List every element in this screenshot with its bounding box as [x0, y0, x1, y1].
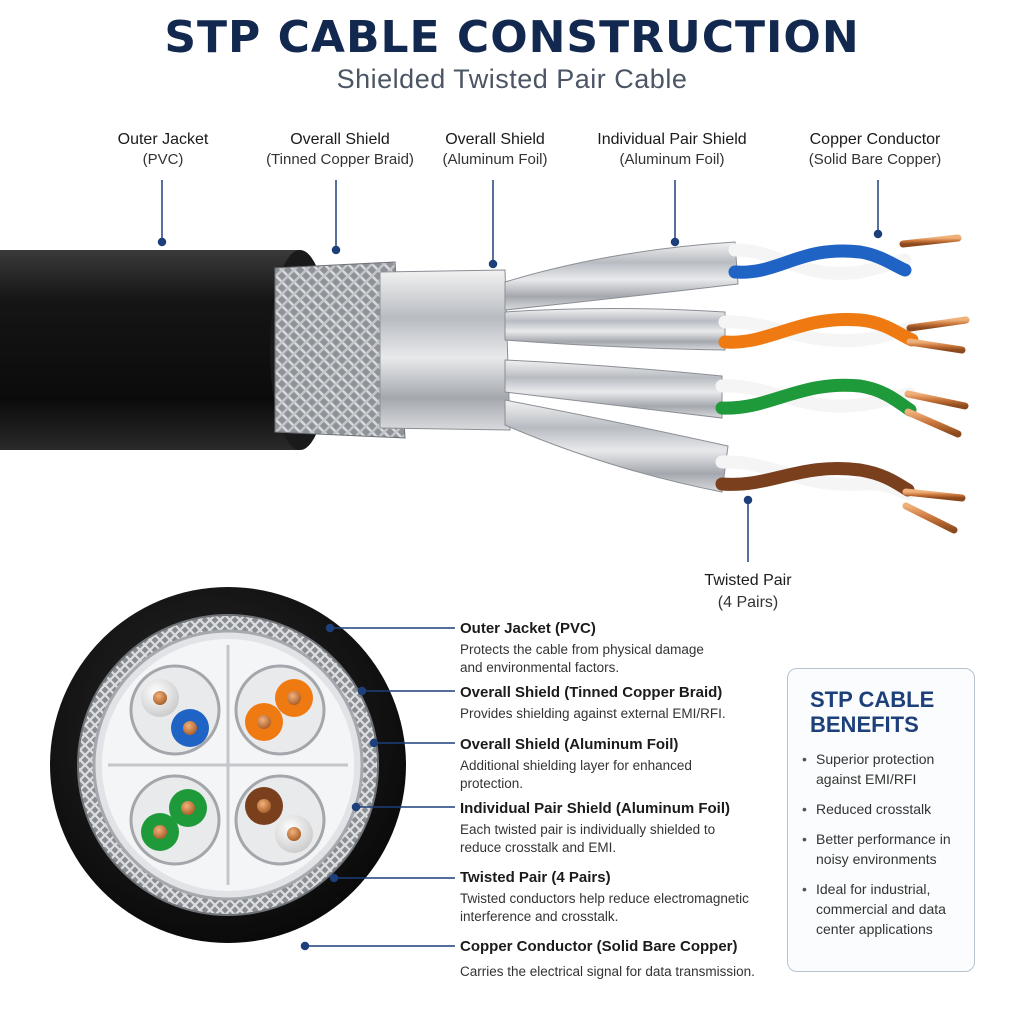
section-pair-orange: [234, 664, 326, 756]
copper-conductor: [899, 234, 962, 248]
jacket-body: [0, 250, 300, 450]
benefits-title: STP CABLE BENEFITS: [810, 687, 935, 737]
legend-heading: Individual Pair Shield (Aluminum Foil): [460, 800, 731, 817]
leader-dot: [331, 245, 341, 255]
legend-heading: Twisted Pair (4 Pairs): [460, 869, 611, 886]
legend-text: Provides shielding against external EMI/…: [460, 706, 726, 721]
wire-color: [728, 244, 912, 279]
legend-text: Additional shielding layer for enhanced …: [460, 758, 692, 791]
benefits-panel: STP CABLE BENEFITS Superior protection a…: [787, 668, 975, 972]
legend-text: Each twisted pair is individually shield…: [460, 822, 716, 855]
pair-shield: [504, 308, 726, 351]
label-detail: (4 Pairs): [717, 594, 779, 611]
label-name: Twisted Pair: [704, 572, 792, 589]
benefit-item: Superior protection against EMI/RFI: [800, 749, 970, 789]
page-subtitle: Shielded Twisted Pair Cable: [336, 64, 688, 94]
label-detail: (PVC): [142, 151, 184, 168]
pair-green: [504, 359, 969, 438]
legend-copper: Copper Conductor (Solid Bare Copper) Car…: [460, 937, 780, 981]
section-pair-brown: [234, 774, 326, 866]
label-detail: (Solid Bare Copper): [808, 151, 942, 168]
copper-conductor: [904, 408, 962, 438]
page-title: STP CABLE CONSTRUCTION: [164, 12, 860, 63]
wire-color: [718, 312, 919, 349]
copper-conductor: [902, 502, 958, 534]
legend-heading: Outer Jacket (PVC): [460, 620, 596, 637]
pair-orange: [504, 308, 970, 354]
leader-dot: [488, 259, 498, 269]
braid-shield: [274, 261, 406, 439]
leader-dot: [873, 229, 883, 239]
label-detail: (Aluminum Foil): [442, 151, 548, 168]
copper-core: [257, 715, 271, 729]
legend-text: Carries the electrical signal for data t…: [460, 964, 755, 979]
copper-core: [183, 721, 197, 735]
legend-outer-jacket: Outer Jacket (PVC) Protects the cable fr…: [460, 619, 780, 677]
pair-foil: [129, 664, 221, 756]
legend-text: Twisted conductors help reduce electroma…: [460, 891, 749, 924]
pair-blue: [504, 234, 962, 311]
label-name: Overall Shield: [445, 131, 545, 148]
copper-core: [257, 799, 271, 813]
legend-text: Protects the cable from physical damage …: [460, 642, 704, 675]
legend-foil: Overall Shield (Aluminum Foil) Additiona…: [460, 735, 780, 793]
label-twisted-pair: Twisted Pair (4 Pairs): [668, 570, 828, 614]
label-name: Copper Conductor: [809, 131, 941, 148]
overall-foil: [379, 269, 511, 431]
label-individual-pair-shield: Individual Pair Shield (Aluminum Foil): [577, 130, 767, 170]
wire-color: [715, 461, 915, 497]
pair-shield: [504, 399, 729, 493]
cable-cross-section: [50, 587, 455, 951]
pair-shield: [504, 359, 723, 419]
copper-conductor: [904, 390, 969, 410]
copper-core: [287, 691, 301, 705]
benefit-item: Reduced crosstalk: [800, 799, 970, 819]
copper-conductor: [902, 488, 966, 502]
copper-core: [181, 801, 195, 815]
benefits-list: Superior protection against EMI/RFI Redu…: [800, 749, 970, 949]
label-name: Overall Shield: [290, 131, 390, 148]
legend-heading: Overall Shield (Tinned Copper Braid): [460, 684, 723, 701]
copper-conductor: [906, 338, 966, 354]
cable-side-view: [0, 180, 970, 562]
section-pair-blue: [129, 664, 221, 756]
legend-pair-shield: Individual Pair Shield (Aluminum Foil) E…: [460, 799, 780, 857]
pair-brown: [504, 399, 966, 534]
legend-heading: Overall Shield (Aluminum Foil): [460, 736, 679, 753]
copper-core: [153, 825, 167, 839]
legend-heading: Copper Conductor (Solid Bare Copper): [460, 938, 738, 955]
wire-color: [715, 378, 917, 417]
benefit-item: Ideal for industrial, commercial and dat…: [800, 879, 970, 939]
pair-foil: [234, 774, 326, 866]
leader-dot: [743, 495, 753, 505]
pair-shield: [504, 241, 739, 311]
legend-twisted-pair: Twisted Pair (4 Pairs) Twisted conductor…: [460, 868, 780, 926]
leader-dot: [670, 237, 680, 247]
label-copper-conductor: Copper Conductor (Solid Bare Copper): [780, 130, 970, 170]
legend-braid: Overall Shield (Tinned Copper Braid) Pro…: [460, 683, 780, 723]
label-outer-jacket: Outer Jacket (PVC): [68, 130, 258, 170]
label-detail: (Aluminum Foil): [619, 151, 725, 168]
copper-conductor: [906, 316, 970, 332]
leader-dot: [157, 237, 167, 247]
label-detail: (Tinned Copper Braid): [266, 151, 414, 168]
benefit-item: Better performance in noisy environments: [800, 829, 970, 869]
copper-core: [153, 691, 167, 705]
label-name: Outer Jacket: [117, 131, 209, 148]
label-overall-shield-foil: Overall Shield (Aluminum Foil): [400, 130, 590, 170]
label-overall-shield-braid: Overall Shield (Tinned Copper Braid): [245, 130, 435, 170]
copper-core: [287, 827, 301, 841]
section-pair-green: [129, 774, 221, 866]
label-name: Individual Pair Shield: [597, 131, 747, 148]
